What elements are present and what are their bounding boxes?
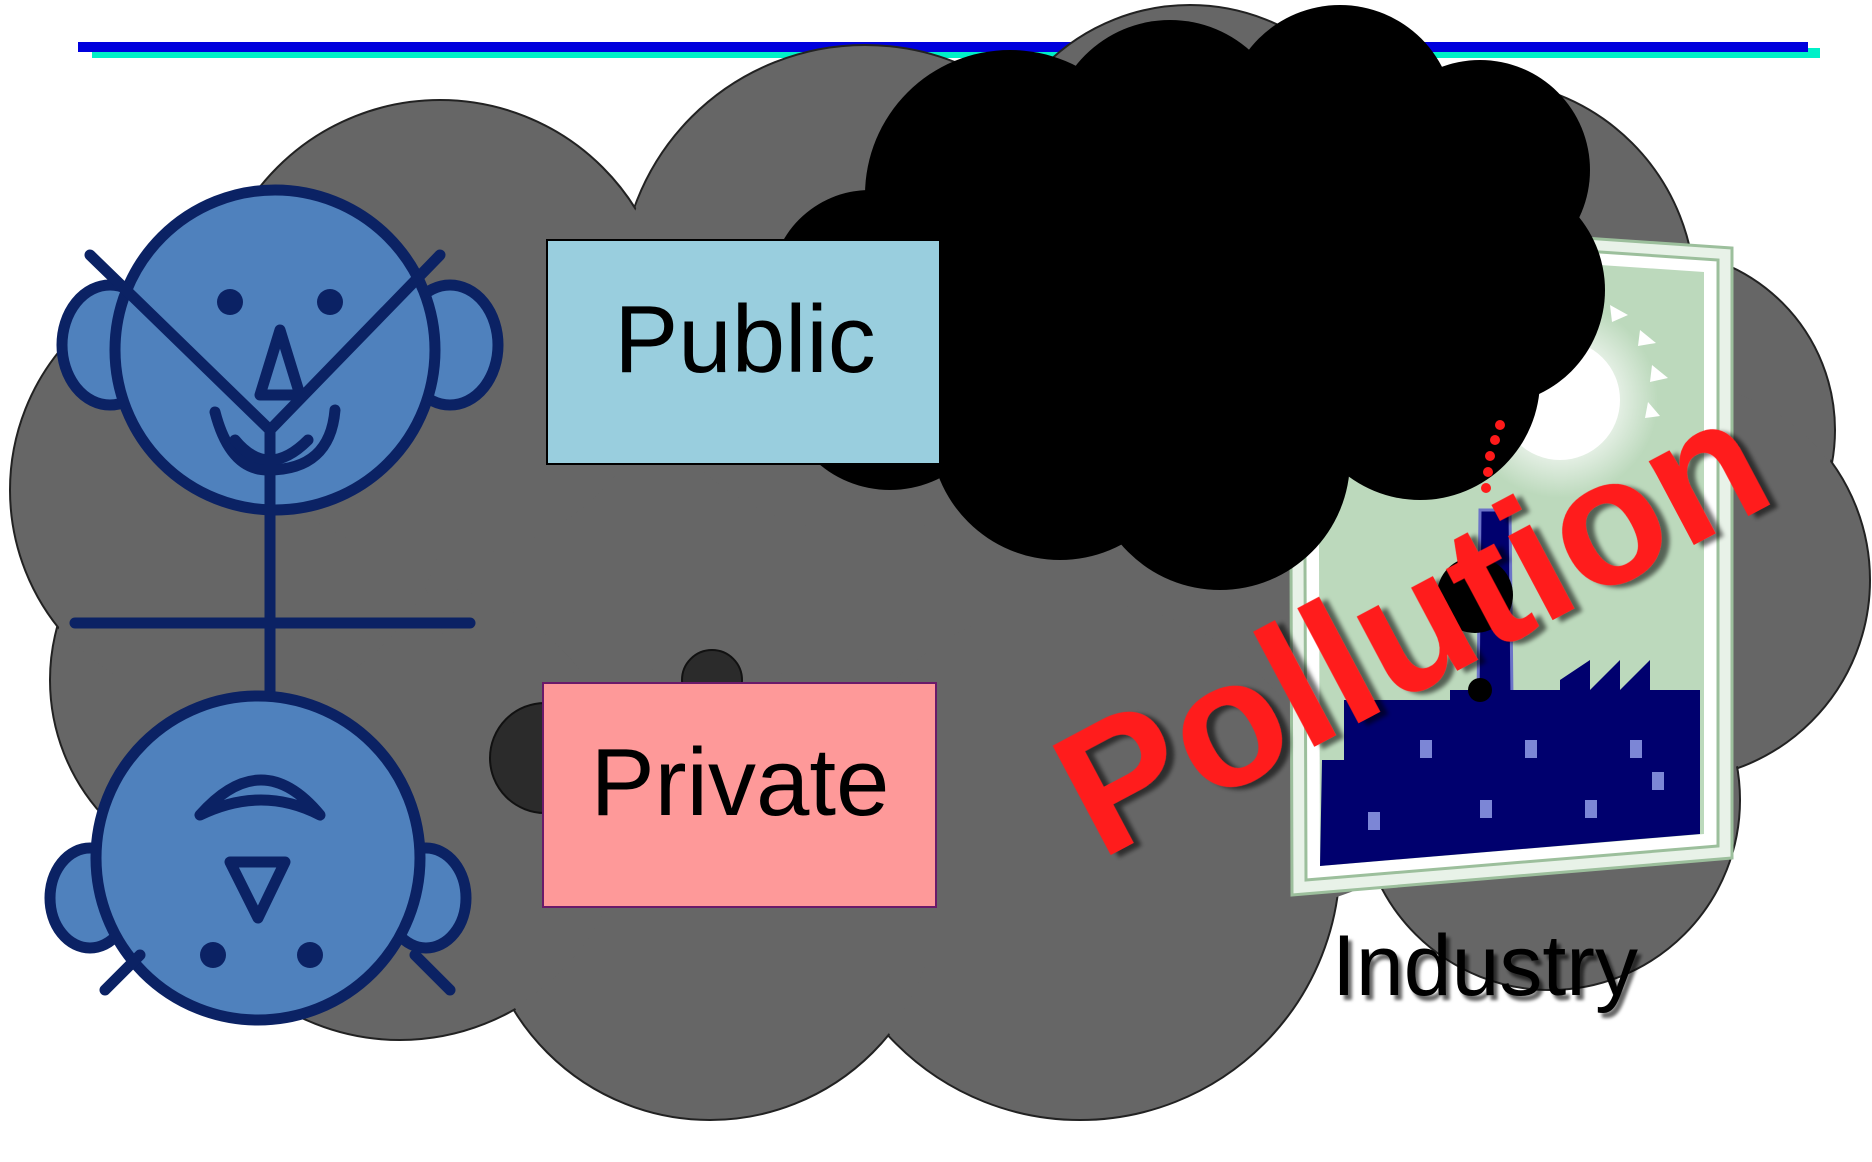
private-label: Private [591,729,890,836]
face-icon [56,184,504,706]
public-label: Public [614,286,875,393]
industry-label: Industry [1332,918,1638,1014]
header-rule [78,42,1820,58]
public-box: Public [546,239,941,465]
smoke-dots [1481,420,1505,493]
upside-down-face-icon [44,690,472,1026]
private-box: Private [542,682,937,908]
